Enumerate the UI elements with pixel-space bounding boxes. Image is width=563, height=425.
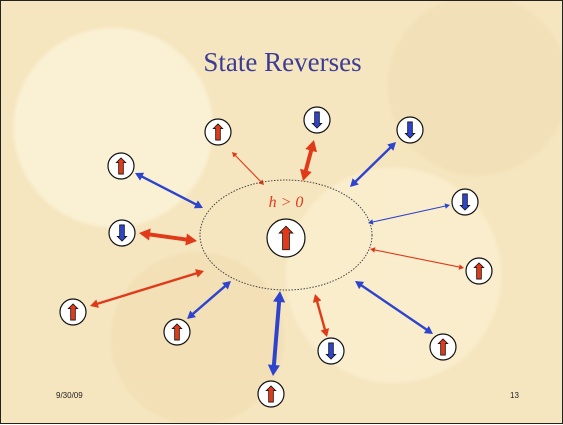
arrowhead bbox=[232, 152, 238, 158]
coupling-arrow bbox=[90, 269, 204, 308]
coupling-line bbox=[191, 284, 227, 316]
arrowhead bbox=[135, 172, 145, 181]
arrowhead bbox=[258, 179, 264, 185]
neighbor-spin-11 bbox=[317, 337, 345, 365]
arrowhead bbox=[187, 310, 196, 319]
field-label: h > 0 bbox=[269, 194, 304, 211]
neighbor-spin-9 bbox=[163, 318, 191, 346]
slide-number: 13 bbox=[510, 391, 519, 400]
coupling-arrow bbox=[370, 247, 464, 270]
spin-up-arrow-icon bbox=[171, 323, 183, 341]
arrowhead bbox=[312, 294, 322, 303]
arrowhead bbox=[444, 203, 450, 209]
arrowhead bbox=[267, 364, 280, 376]
arrowhead bbox=[185, 233, 197, 246]
arrowhead bbox=[350, 178, 359, 187]
coupling-line bbox=[140, 174, 198, 207]
coupling-line bbox=[353, 145, 393, 184]
spin-down-arrow-icon bbox=[311, 111, 323, 129]
coupling-line bbox=[147, 232, 189, 242]
coupling-line bbox=[315, 299, 327, 332]
arrowhead bbox=[193, 200, 203, 209]
arrowhead bbox=[305, 140, 317, 153]
coupling-line bbox=[303, 147, 314, 174]
coupling-arrow bbox=[267, 291, 286, 376]
coupling-arrow bbox=[350, 142, 396, 187]
spin-up-arrow-icon bbox=[437, 338, 449, 356]
neighbor-spin-6 bbox=[108, 219, 136, 247]
arrowhead bbox=[90, 299, 99, 308]
arrowhead bbox=[300, 168, 312, 181]
arrowhead bbox=[355, 281, 365, 290]
coupling-arrow bbox=[187, 281, 231, 319]
coupling-arrow bbox=[355, 281, 433, 334]
neighbor-spin-1 bbox=[204, 118, 232, 146]
spin-down-arrow-icon bbox=[116, 224, 128, 242]
spin-up-arrow-icon bbox=[115, 157, 127, 175]
neighbor-spin-2 bbox=[303, 106, 331, 134]
coupling-line bbox=[271, 299, 282, 368]
slide-date: 9/30/09 bbox=[56, 391, 83, 400]
neighbor-spin-5 bbox=[451, 188, 479, 216]
spin-down-arrow-icon bbox=[459, 193, 471, 211]
coupling-arrow bbox=[368, 203, 450, 225]
coupling-line bbox=[95, 271, 199, 306]
neighbor-spin-8 bbox=[59, 298, 87, 326]
arrowhead bbox=[139, 228, 151, 241]
neighbor-spin-12 bbox=[429, 333, 457, 361]
neighbor-spin-7 bbox=[465, 257, 493, 285]
arrowhead bbox=[387, 142, 396, 151]
arrowhead bbox=[320, 328, 330, 337]
coupling-arrow bbox=[139, 228, 197, 246]
neighbor-spin-10 bbox=[257, 380, 285, 408]
arrowhead bbox=[222, 281, 231, 290]
arrowhead bbox=[423, 325, 433, 334]
spin-up-arrow-icon bbox=[212, 123, 224, 141]
coupling-line bbox=[371, 205, 447, 223]
spin-up-arrow-icon bbox=[473, 262, 485, 280]
arrowhead bbox=[370, 247, 376, 253]
coupling-line bbox=[234, 154, 262, 183]
coupling-arrow bbox=[312, 294, 330, 337]
spin-down-arrow-icon bbox=[325, 342, 337, 360]
coupling-arrow bbox=[232, 152, 264, 185]
coupling-arrow bbox=[135, 172, 203, 209]
field-region-ellipse bbox=[199, 179, 373, 291]
coupling-line bbox=[359, 283, 429, 332]
spin-up-arrow-icon bbox=[265, 385, 277, 403]
coupling-arrow bbox=[300, 140, 317, 181]
arrowhead bbox=[368, 219, 374, 225]
spin-down-arrow-icon bbox=[404, 121, 416, 139]
neighbor-spin-3 bbox=[396, 116, 424, 144]
spin-up-arrow-icon bbox=[67, 303, 79, 321]
slide-title: State Reverses bbox=[203, 47, 362, 77]
arrowhead bbox=[458, 264, 464, 270]
coupling-line bbox=[373, 249, 461, 268]
arrowhead bbox=[273, 291, 286, 303]
spin-up-arrow-icon bbox=[278, 225, 294, 251]
arrowhead bbox=[195, 269, 204, 278]
neighbor-spin-4 bbox=[107, 152, 135, 180]
center-spin bbox=[266, 218, 306, 258]
